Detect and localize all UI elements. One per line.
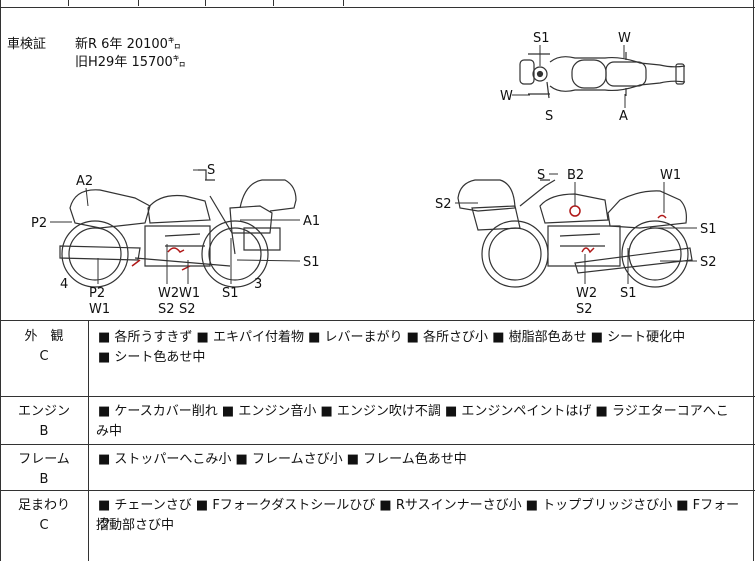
left-side-motorcycle [59, 169, 297, 288]
category-label: 外 観 [24, 329, 64, 344]
right-side-motorcycle [457, 179, 693, 288]
left-label-s2-a: S2 [158, 302, 175, 317]
right-label-w1: W1 [660, 168, 681, 183]
condition-text: ■ シート色あせ中 [98, 350, 206, 365]
left-label-s1-right: S1 [303, 255, 320, 270]
category-grade: C [39, 349, 49, 364]
condition-text: ■ ストッパーへこみ小 ■ フレームさび小 ■ フレーム色あせ中 [98, 452, 467, 467]
condition-row-exterior: 外 観 C ■ 各所うすきず ■ エキパイ付着物 ■ レバーまがり ■ 各所さび… [0, 320, 755, 397]
condition-text: ■ チェーンさび ■ Fフォークダストシールひび ■ Rサスインナーさび小 ■ … [98, 498, 740, 532]
left-label-s: S [207, 163, 215, 178]
left-label-s2-b: S2 [179, 302, 196, 317]
condition-text: ■ ケースカバー削れ ■ エンジン音小 ■ エンジン吹け不調 ■ エンジンペイン… [98, 404, 729, 419]
category-label: エンジン [17, 404, 70, 419]
damage-diagram-section: 車検証 新R 6年 20100㌔ 旧H29年 15700㌔ S1 W W S A [0, 8, 755, 320]
top-label-s1: S1 [533, 31, 550, 46]
top-label-w: W [618, 31, 631, 46]
right-label-w2: W2 [576, 286, 597, 301]
right-label-s1-bottom: S1 [620, 286, 637, 301]
right-label-s2-bottom: S2 [576, 302, 593, 317]
left-label-4: 4 [60, 277, 68, 292]
left-label-w1: W1 [179, 286, 200, 301]
registration-old-mileage: 旧H29年 15700㌔ [75, 55, 186, 70]
left-label-p2-bottom: P2 [89, 286, 105, 301]
left-label-3: 3 [254, 277, 262, 292]
top-divider [205, 0, 206, 6]
frame-right-border [753, 0, 754, 561]
condition-row-suspension: 足まわり C ■ チェーンさび ■ Fフォークダストシールひび ■ Rサスインナ… [0, 490, 755, 562]
left-label-a1: A1 [303, 214, 320, 229]
top-divider [273, 0, 274, 6]
left-label-p2: P2 [31, 216, 47, 231]
frame-left-border [0, 0, 1, 561]
left-label-a2: A2 [76, 174, 93, 189]
motorcycle-diagrams: S1 W W S A A2 [31, 31, 717, 317]
category-label: フレーム [18, 452, 70, 467]
right-damage-mark [581, 247, 595, 254]
right-label-s2-left: S2 [435, 197, 452, 212]
registration-label: 車検証 [7, 37, 47, 52]
right-damage-mark [569, 205, 581, 217]
top-label-a: A [619, 109, 628, 124]
right-label-s: S [537, 168, 545, 183]
category-grade: B [39, 424, 49, 439]
left-label-w2: W2 [158, 286, 179, 301]
category-grade: B [39, 472, 49, 487]
top-divider [138, 0, 139, 6]
left-label-s1-bottom: S1 [222, 286, 239, 301]
condition-row-frame: フレーム B ■ ストッパーへこみ小 ■ フレームさび小 ■ フレーム色あせ中 [0, 444, 755, 491]
registration-new-mileage: 新R 6年 20100㌔ [75, 37, 181, 52]
condition-text: 摺動部さび中 [96, 518, 175, 533]
left-label-w1-bottom: W1 [89, 302, 110, 317]
top-label-w-left: W [500, 89, 513, 104]
top-view-motorcycle [519, 52, 686, 99]
right-label-s2-right: S2 [700, 255, 717, 270]
left-damage-mark [181, 265, 191, 271]
condition-row-engine: エンジン B ■ ケースカバー削れ ■ エンジン音小 ■ エンジン吹け不調 ■ … [0, 396, 755, 445]
top-label-s: S [545, 109, 553, 124]
top-divider [68, 0, 69, 6]
right-label-s1-right: S1 [700, 222, 717, 237]
top-table-edge [0, 0, 755, 8]
category-grade: C [39, 518, 49, 533]
condition-text: ■ 各所うすきず ■ エキパイ付着物 ■ レバーまがり ■ 各所さび小 ■ 樹脂… [98, 330, 686, 345]
condition-text: み中 [96, 424, 123, 439]
table-column-divider [88, 320, 89, 561]
right-damage-mark [657, 214, 667, 219]
left-damage-mark [167, 247, 185, 253]
left-damage-mark [131, 259, 141, 267]
category-label: 足まわり [17, 498, 70, 513]
top-divider [343, 0, 344, 6]
right-label-b2: B2 [567, 168, 584, 183]
